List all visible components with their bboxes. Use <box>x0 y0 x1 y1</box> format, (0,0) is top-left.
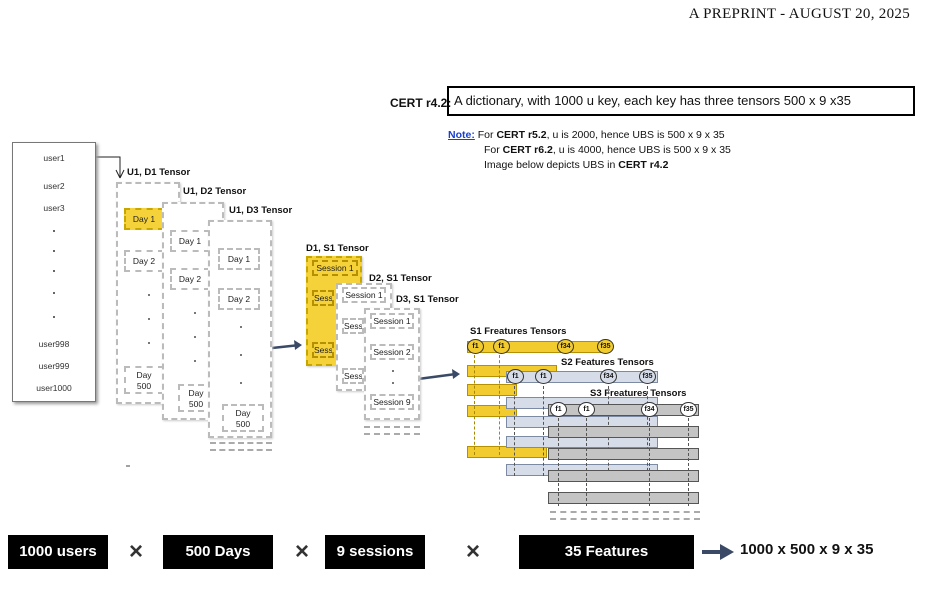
user1-arrowhead <box>115 169 125 179</box>
page-header: A PREPRINT - AUGUST 20, 2025 <box>688 6 910 22</box>
session-cell: Session 1 <box>312 260 358 276</box>
day-cell: Day 2 <box>170 268 210 290</box>
user-item: user998 <box>38 339 70 349</box>
session-cell: Sess <box>312 290 334 306</box>
tensor-title: D1, S1 Tensor <box>306 243 369 254</box>
tensor-title: U1, D3 Tensor <box>229 205 293 216</box>
feature-bar-s3 <box>548 404 699 416</box>
feature-bar-s1 <box>467 384 517 396</box>
feature-circle: f1 <box>507 369 524 384</box>
note-emph: CERT r4.2 <box>618 159 669 171</box>
result-dimensions: 1000 x 500 x 9 x 35 <box>740 541 874 558</box>
feature-bar-s3 <box>548 426 699 438</box>
feature-circle: f1 <box>550 402 567 417</box>
feature-bar-s1 <box>467 341 610 353</box>
feature-circle: f1 <box>467 339 484 354</box>
note-emph: CERT r5.2 <box>496 129 547 141</box>
user-item: user3 <box>43 203 65 213</box>
user-item: user2 <box>43 181 65 191</box>
user-item: user1000 <box>36 383 72 393</box>
note-text: For <box>484 144 503 156</box>
users-count-box: 1000 users <box>8 535 108 569</box>
arrowhead <box>452 369 460 379</box>
tensor-title: D3, S1 Tensor <box>396 294 459 305</box>
multiply-icon: × <box>295 538 310 565</box>
feature-bar-s1 <box>467 405 517 417</box>
feature-bar-s3 <box>548 448 699 460</box>
cert-label: CERT r4.2: <box>390 96 452 110</box>
day-cell: Day 1 <box>170 230 210 252</box>
arrowhead <box>294 340 302 350</box>
arrowhead <box>720 544 734 560</box>
user-item: user1 <box>43 153 65 163</box>
session-cell: Sess <box>312 342 334 358</box>
session-cell: Session 1 <box>342 287 386 303</box>
day-cell: Day 500 <box>222 404 264 432</box>
features-count-box: 35 Features <box>519 535 694 569</box>
tensor-title: D2, S1 Tensor <box>369 273 432 284</box>
day-cell: Day 2 <box>218 288 260 310</box>
tensor-title: U1, D1 Tensor <box>127 167 191 178</box>
sessions-to-features-arrow <box>417 372 457 381</box>
feature-circle: f1 <box>493 339 510 354</box>
note-emph: CERT r6.2 <box>502 144 553 156</box>
day-cell: Day 500 <box>124 366 164 394</box>
feature-bar-s2 <box>506 371 658 383</box>
note-text: , u is 2000, hence UBS is 500 x 9 x 35 <box>546 129 725 141</box>
feature-circle: f34 <box>600 369 617 384</box>
multiply-icon: × <box>129 538 144 565</box>
sessions-count-box: 9 sessions <box>325 535 425 569</box>
user-list: user1 user2 user3 user998 user999 user10… <box>12 142 96 402</box>
feature-circle: f35 <box>597 339 614 354</box>
feature-circle: f1 <box>578 402 595 417</box>
days-count-box: 500 Days <box>163 535 273 569</box>
feature-bar-s3 <box>548 470 699 482</box>
multiply-icon: × <box>466 538 481 565</box>
tensor-title: S1 Freatures Tensors <box>470 326 567 337</box>
session-tensor-3: Session 1 Session 2 Session 9 <box>364 308 420 420</box>
day-cell: Day 1 <box>218 248 260 270</box>
note-text: , u is 4000, hence UBS is 500 x 9 x 35 <box>552 144 731 156</box>
feature-bar-s3 <box>548 492 699 504</box>
day-cell: Day 2 <box>124 250 164 272</box>
tensor-title: S3 Freatures Tensors <box>590 388 687 399</box>
user-item: user999 <box>38 361 70 371</box>
feature-circle: f34 <box>641 402 658 417</box>
session-cell: Session 1 <box>370 313 414 329</box>
session-cell: Sess <box>342 368 364 384</box>
day-cell: Day 1 <box>124 208 164 230</box>
feature-circle: f1 <box>535 369 552 384</box>
feature-circle: f35 <box>639 369 656 384</box>
session-cell: Session 2 <box>370 344 414 360</box>
note-label: Note: <box>448 129 475 141</box>
day-tensor-3: Day 1 Day 2 Day 500 <box>208 220 272 438</box>
tensor-title: U1, D2 Tensor <box>183 186 247 197</box>
feature-circle: f34 <box>557 339 574 354</box>
note-text: Image below depicts UBS in <box>484 159 619 171</box>
feature-circle: f35 <box>680 402 697 417</box>
tensor-title: S2 Features Tensors <box>561 357 654 368</box>
note-text: For <box>474 129 497 141</box>
session-cell: Sess <box>342 318 364 334</box>
note-block: Note: For CERT r5.2, u is 2000, hence UB… <box>448 128 731 173</box>
cert-description-box: A dictionary, with 1000 u key, each key … <box>447 86 915 116</box>
session-cell: Session 9 <box>370 394 414 410</box>
